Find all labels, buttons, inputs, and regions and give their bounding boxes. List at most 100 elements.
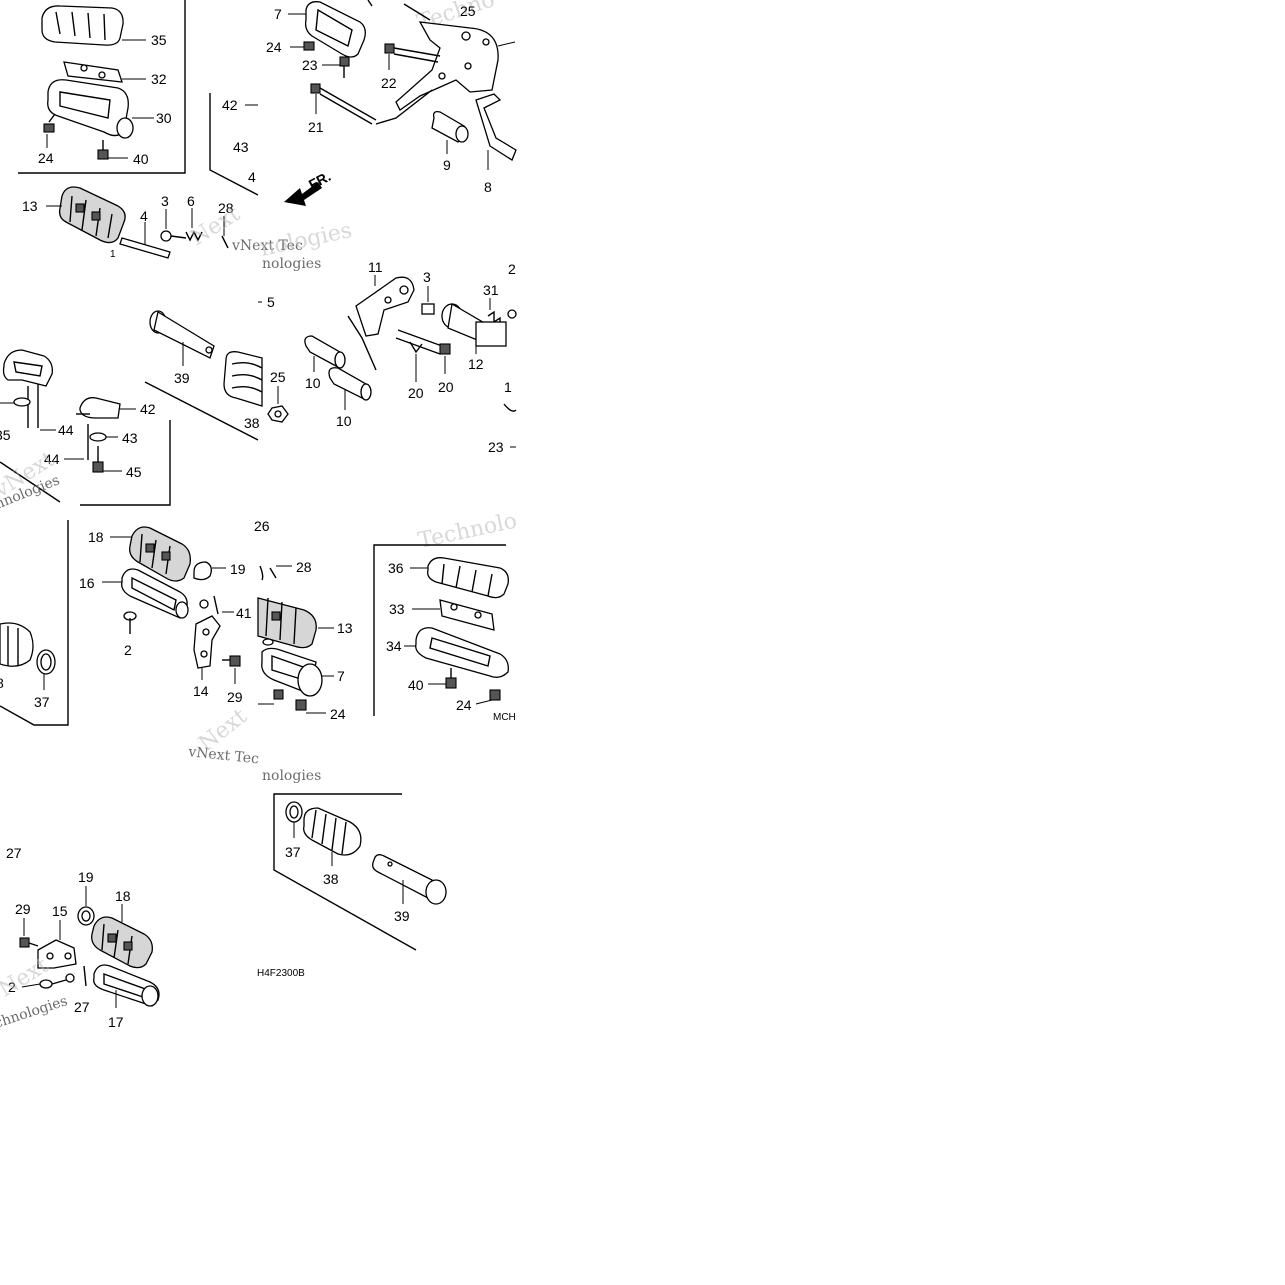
label-29: 29 (227, 689, 243, 705)
front-arrow: FR. (284, 168, 333, 206)
bolt-24-d (489, 689, 501, 701)
bolt-29-b (19, 937, 39, 948)
label-19-b: 19 (78, 869, 94, 885)
nut-25 (267, 405, 289, 423)
label-21: 21 (308, 119, 324, 135)
label-2-b: 2 (124, 642, 132, 658)
label-20-b: 20 (438, 379, 454, 395)
label-2: 2 (508, 261, 516, 277)
tile-middle-left: 5 39 38 25 44 (0, 294, 289, 516)
label-3: 3 (161, 193, 169, 209)
label-7-b: 7 (337, 668, 345, 684)
tile-top-left: 35 32 30 24 40 42 (18, 0, 303, 260)
label-22: 22 (381, 75, 397, 91)
bolt-24 (43, 113, 56, 133)
label-2-c: 2 (8, 979, 16, 995)
footpeg-rubber-13-b (257, 597, 317, 649)
rubber-38-c (303, 807, 362, 856)
footpeg-7-b (261, 647, 323, 697)
label-33: 33 (389, 601, 405, 617)
label-23: 23 (302, 57, 318, 73)
collar-10-b (328, 367, 372, 401)
tile-top-middle: Techno 7 25 24 23 (258, 0, 517, 262)
label-42: 42 (222, 97, 238, 113)
tile-lower-left: 8 37 18 19 16 (0, 520, 260, 767)
label-42-b: 42 (140, 401, 156, 417)
label-17: 17 (108, 1014, 124, 1030)
tile-lower-middle: 26 28 13 7 24 Technolo (254, 509, 519, 784)
bolt-20 (395, 329, 451, 355)
watermark-vnext-text-1: vNext Tec (231, 238, 303, 254)
footpeg-rubber-18 (129, 526, 191, 582)
plate-32 (63, 61, 123, 83)
label-6: 6 (187, 193, 195, 209)
spring-6 (185, 230, 203, 242)
main-bracket (395, 21, 499, 111)
label-5: 5 (267, 294, 275, 310)
bolt-22 (384, 43, 441, 63)
rubber-36 (427, 557, 509, 599)
washer-43 (89, 432, 107, 442)
bracket-15 (37, 939, 77, 969)
label-1: 1 (110, 249, 116, 260)
washer-19 (193, 561, 212, 581)
label-31: 31 (483, 282, 499, 298)
drawing-code-prefix: MCH (493, 712, 516, 723)
label-27-a: 27 (6, 845, 22, 861)
pin-39-b (372, 854, 447, 905)
label-8-b: 8 (0, 675, 4, 691)
bolt-3-b (421, 303, 435, 315)
label-13: 13 (22, 198, 38, 214)
watermark-techno-2: Technolo (416, 509, 519, 554)
label-36: 36 (388, 560, 404, 576)
watermark-nologies-4: nologies (262, 768, 321, 784)
label-24-b: 24 (266, 39, 282, 55)
footpeg-holder (2, 349, 53, 428)
long-bolt-21 (310, 83, 433, 125)
label-25-b: 25 (270, 369, 286, 385)
watermark-vnext-text-2: vNext Tec (187, 744, 260, 767)
washer-37-b (285, 801, 303, 823)
washer-37 (36, 649, 56, 675)
tile-middle-middle: 11 3 2 31 12 20 20 (262, 256, 517, 455)
label-45: 45 (126, 464, 142, 480)
label-44-a: 44 (58, 422, 74, 438)
label-37-a: 37 (34, 694, 50, 710)
label-40: 40 (133, 151, 149, 167)
label-24: 24 (38, 150, 54, 166)
label-15: 15 (52, 903, 68, 919)
label-29-b: 29 (15, 901, 31, 917)
label-20-a: 20 (408, 385, 424, 401)
label-35: 35 (151, 32, 167, 48)
collar-10-a (304, 335, 346, 369)
label-38-b: 38 (323, 871, 339, 887)
label-4-top: 4 (248, 169, 256, 185)
rubber-18-b (91, 916, 153, 969)
bolt-40-b (445, 668, 457, 689)
label-10-a: 10 (305, 375, 321, 391)
label-23-b: 23 (488, 439, 504, 455)
label-19: 19 (230, 561, 246, 577)
label-26: 26 (254, 518, 270, 534)
footpeg-rubber-13 (58, 186, 126, 244)
label-25: 25 (460, 3, 476, 19)
tile-bottom-middle: 37 38 39 H4F2300B (257, 793, 447, 979)
label-11: 11 (368, 259, 383, 275)
bolt-23 (339, 56, 350, 78)
label-38: 38 (244, 415, 260, 431)
footpeg-7 (304, 1, 366, 58)
collar-9 (431, 110, 469, 143)
label-14: 14 (193, 683, 209, 699)
cap-42 (76, 397, 121, 419)
label-18: 18 (88, 529, 104, 545)
rubber-38 (223, 351, 263, 407)
footpeg-17 (93, 964, 160, 1007)
label-37-b: 37 (285, 844, 301, 860)
label-34: 34 (386, 638, 402, 654)
label-13-b: 13 (337, 620, 353, 636)
pin-2-c (39, 979, 67, 989)
label-8: 8 (484, 179, 492, 195)
pin-4 (119, 222, 171, 259)
label-30: 30 (156, 110, 172, 126)
label-27-b: 27 (74, 999, 90, 1015)
